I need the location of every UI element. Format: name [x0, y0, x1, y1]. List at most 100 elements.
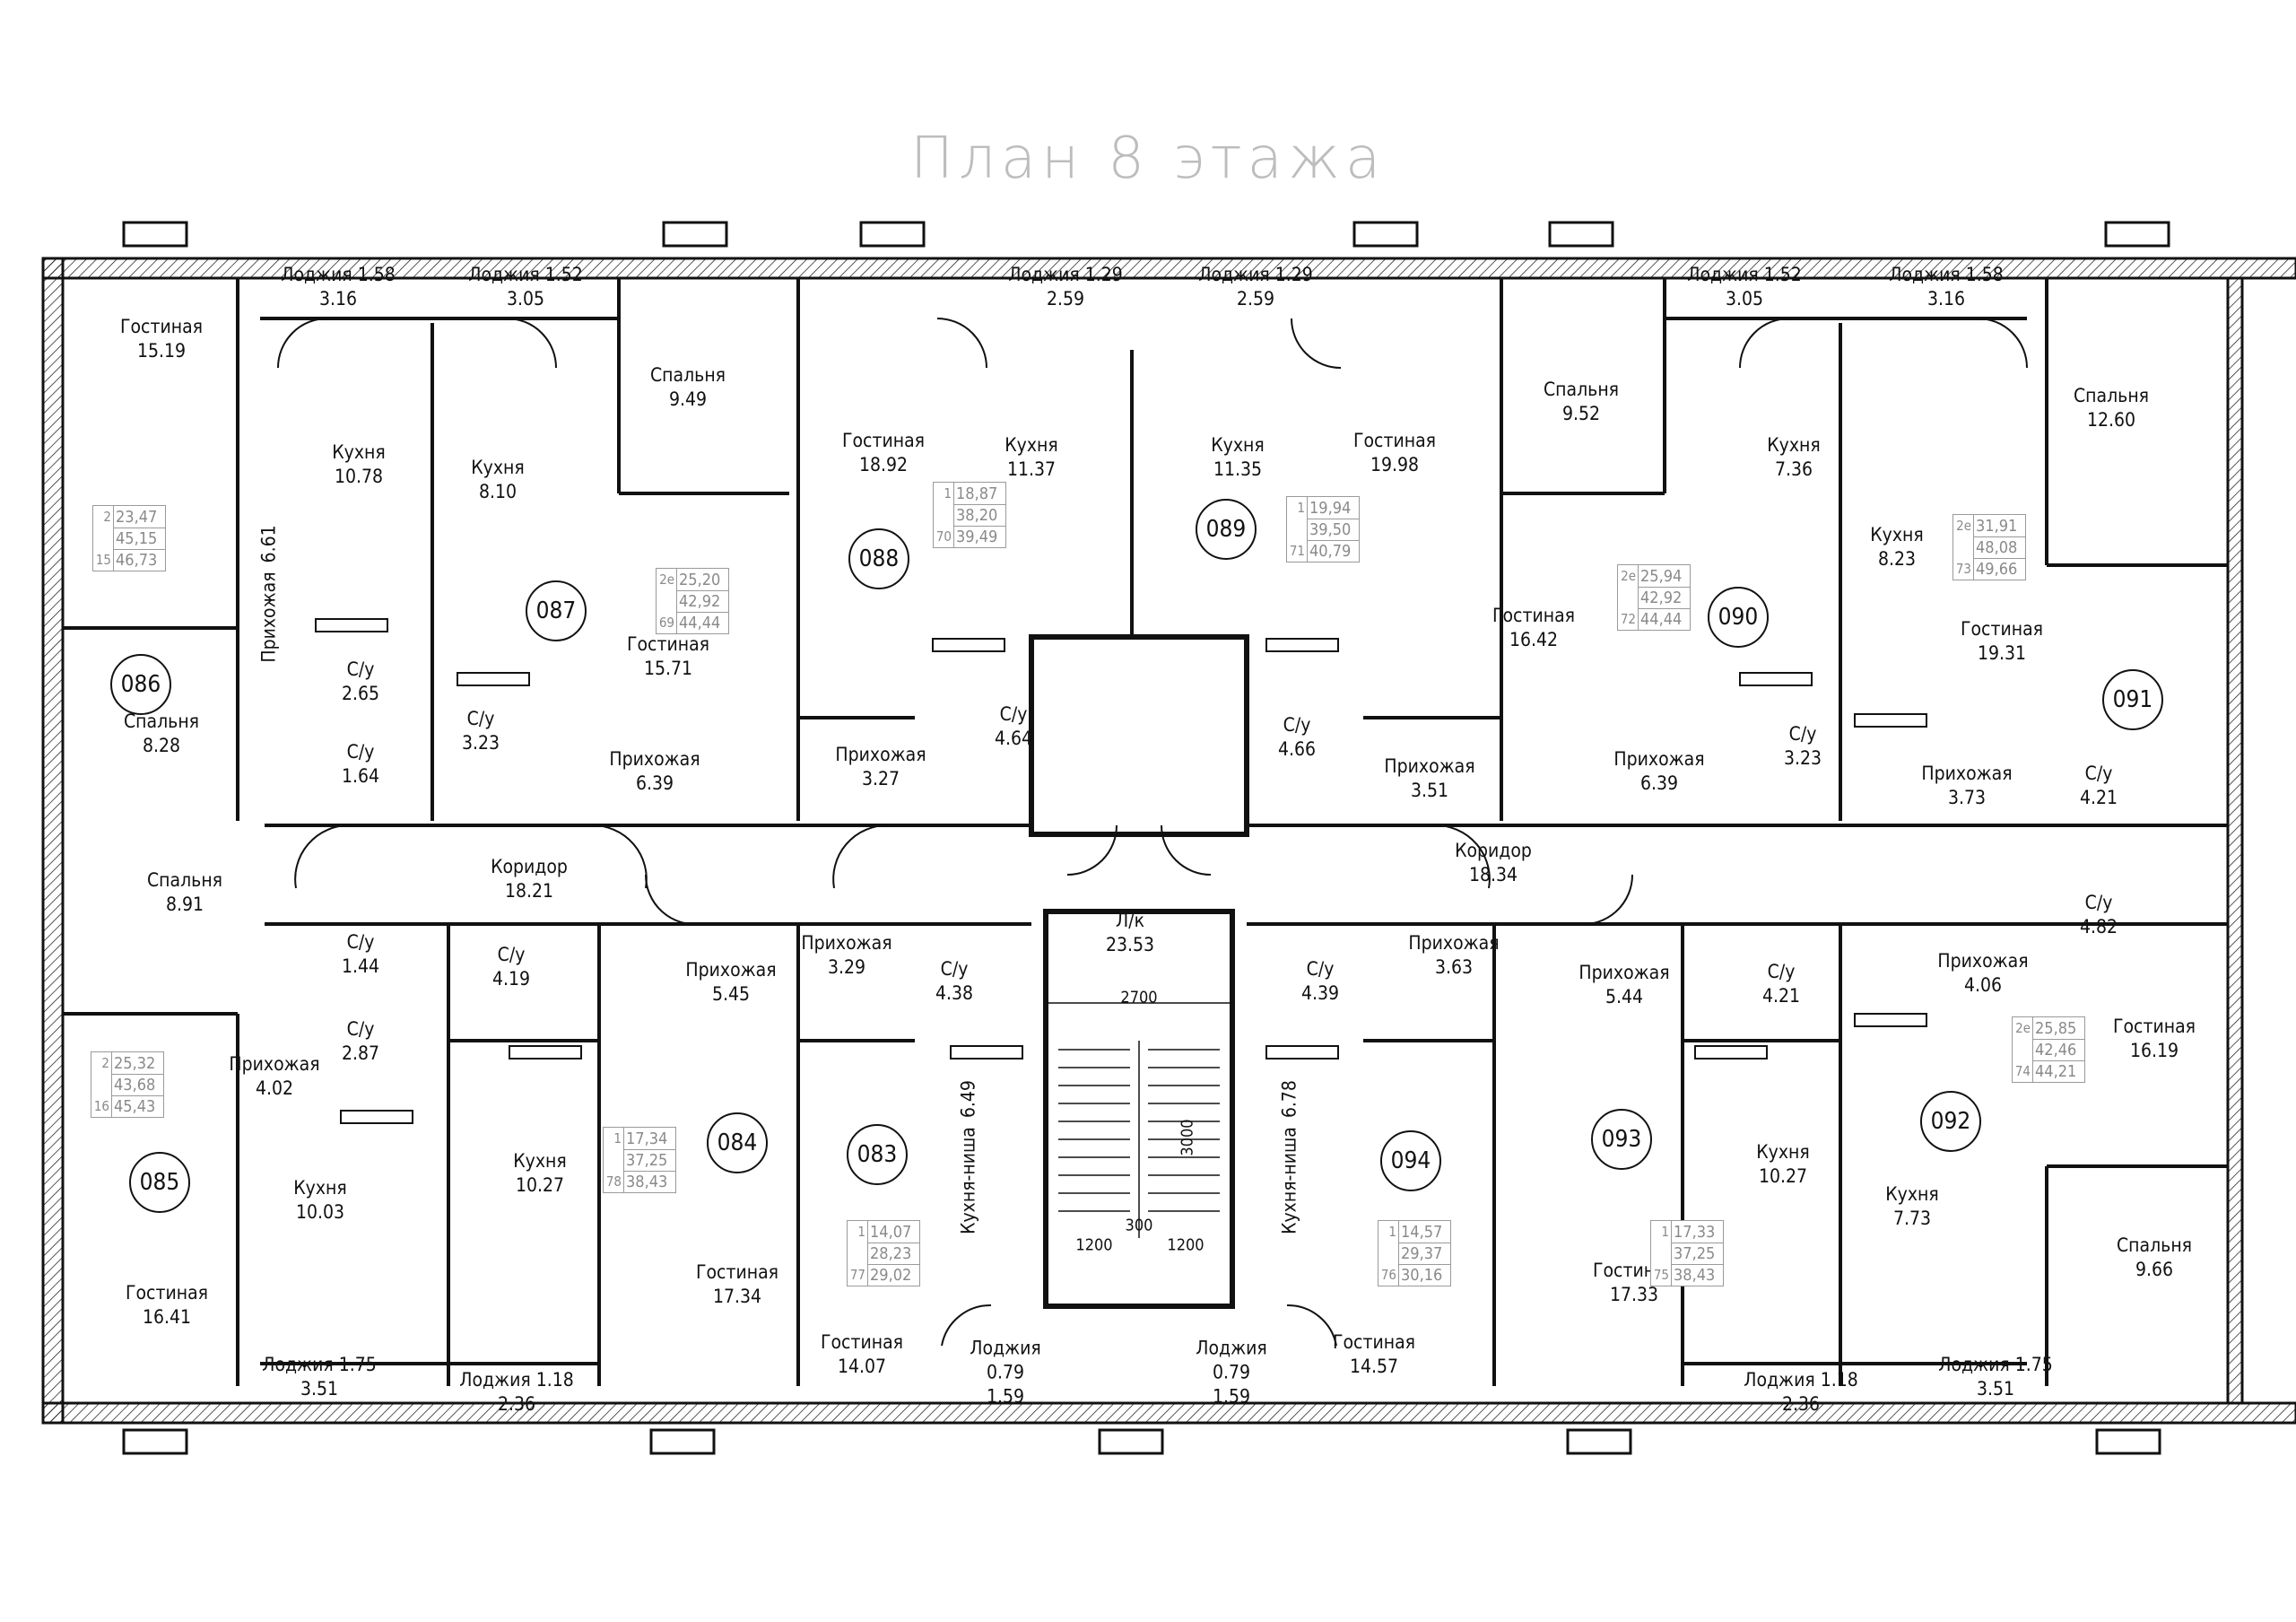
area-box-total: 38,20 — [953, 504, 1005, 526]
room-area: 1.64 — [341, 765, 380, 787]
area-box-living: 19,94 — [1307, 497, 1359, 519]
area-box-num: 78 — [605, 1173, 622, 1190]
room-area: 16.41 — [142, 1306, 192, 1328]
area-box-with-loggia: 40,79 — [1307, 540, 1359, 562]
window — [649, 1428, 716, 1455]
room-name: С/у — [466, 708, 495, 729]
room-name: Кухня-ниша — [957, 1127, 979, 1234]
room-area: 11.35 — [1213, 458, 1263, 480]
area-box-living: 31,91 — [1973, 515, 2025, 536]
room-name: Лоджия 1.75 — [262, 1354, 377, 1375]
dimension-label: 1200 — [1167, 1235, 1205, 1255]
room-name: Кухня-ниша — [1278, 1127, 1300, 1234]
room-area: 8.23 — [1877, 548, 1917, 570]
room-name: С/у — [497, 944, 526, 965]
room-name: Гостиная — [125, 1282, 209, 1304]
area-box-with-loggia: 38,43 — [623, 1171, 675, 1192]
area-box-num: 76 — [1380, 1267, 1396, 1283]
room-name: Лоджия — [970, 1337, 1041, 1359]
room-name: Кухня — [293, 1177, 347, 1199]
area-box-total: 37,25 — [623, 1149, 675, 1171]
apartment-number: 084 — [707, 1112, 768, 1173]
room-area: 4.82 — [2079, 916, 2118, 937]
area-box-living: 25,32 — [111, 1052, 163, 1074]
apartment-number: 092 — [1920, 1091, 1981, 1152]
area-box-living: 18,87 — [953, 483, 1005, 504]
window — [1548, 221, 1614, 248]
room-name: Гостиная — [1960, 618, 2044, 640]
room-name: Кухня — [1211, 434, 1265, 456]
room-name: Гостиная — [820, 1331, 904, 1353]
room-area: 19.31 — [1977, 642, 2027, 664]
area-box-rooms: 1 — [1297, 500, 1305, 516]
area-box-num: 71 — [1289, 543, 1305, 559]
window — [859, 221, 926, 248]
room-label: Прихожая6.61 — [257, 525, 282, 662]
room-area: 18.92 — [858, 454, 909, 475]
room-name: Коридор — [491, 856, 568, 877]
room-area: 4.39 — [1300, 982, 1340, 1004]
window — [2104, 221, 2170, 248]
room-label: Кухня-ниша6.78 — [1278, 1080, 1302, 1234]
apartment-number: 091 — [2102, 669, 2163, 730]
room-area: 2.36 — [1781, 1393, 1821, 1415]
room-area: 3.73 — [1947, 787, 1987, 808]
dimension-label: 3000 — [1178, 1119, 1197, 1156]
outer-wall-top — [41, 257, 2296, 280]
apartment-number: 089 — [1196, 499, 1257, 560]
area-box-with-loggia: 45,43 — [111, 1095, 163, 1117]
room-name: С/у — [2084, 892, 2113, 913]
room-area: 3.16 — [1926, 288, 1966, 310]
area-box-rooms: 2 — [101, 1055, 109, 1071]
area-box-living: 14,07 — [867, 1221, 919, 1243]
area-box-living: 23,47 — [113, 506, 165, 528]
room-name: Прихожая — [1384, 755, 1475, 777]
room-name: Прихожая — [257, 571, 280, 663]
room-name: Прихожая — [1613, 748, 1705, 770]
room-name: Гостиная — [695, 1261, 779, 1283]
room-area: 3.51 — [300, 1378, 339, 1400]
room-name: Гостиная — [626, 633, 710, 655]
apartment-number: 090 — [1708, 587, 1769, 648]
area-box-total: 45,15 — [113, 528, 165, 549]
dimension-label: 300 — [1125, 1216, 1153, 1235]
room-area: 5.45 — [711, 983, 751, 1005]
outer-wall-left — [41, 257, 65, 1425]
room-area: 4.02 — [255, 1077, 294, 1099]
room-area: 3.63 — [1434, 956, 1474, 978]
room-name: Гостиная — [1352, 430, 1437, 451]
area-box-rooms: 2 — [103, 509, 111, 525]
area-box-with-loggia: 29,02 — [867, 1264, 919, 1286]
room-name: С/у — [1306, 958, 1335, 980]
area-box-living: 14,57 — [1398, 1221, 1450, 1243]
area-box-with-loggia: 38,43 — [1671, 1264, 1723, 1286]
room-name: Кухня — [513, 1150, 567, 1172]
room-name: Прихожая — [1921, 763, 2013, 784]
area-box-total: 29,37 — [1398, 1243, 1450, 1264]
